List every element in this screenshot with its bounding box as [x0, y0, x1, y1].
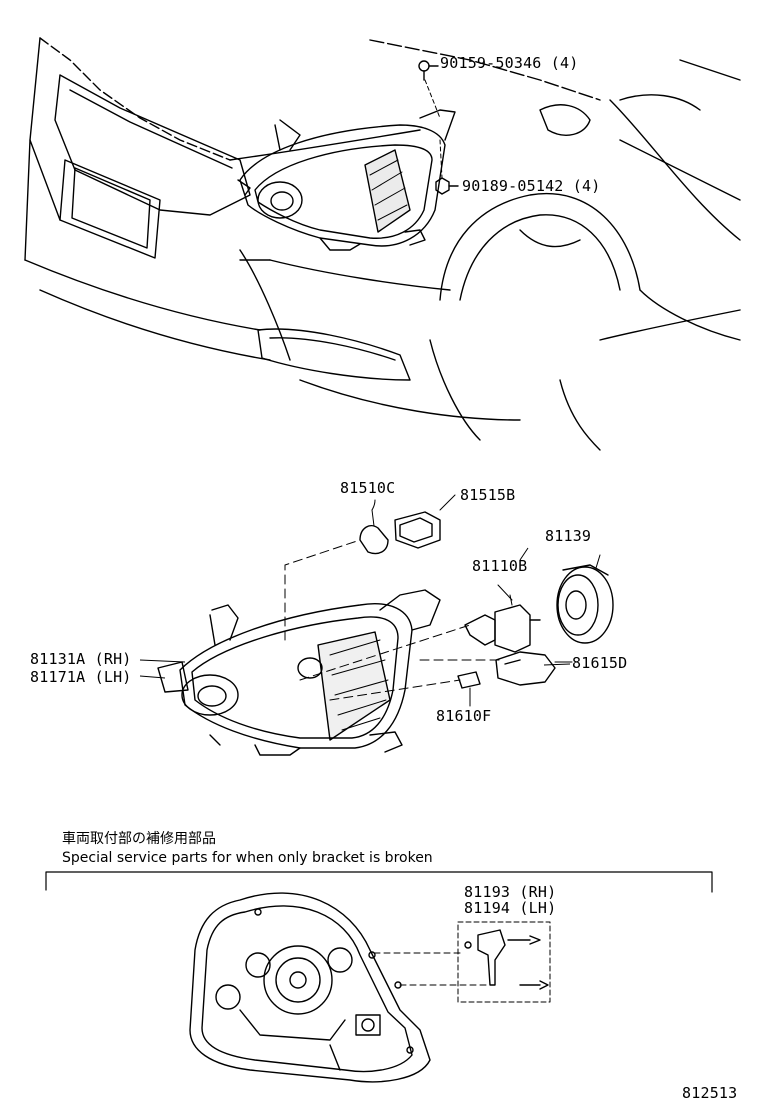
label-81171a-lh: 81171A (LH) — [30, 668, 132, 686]
bulb-81110b-shape — [464, 584, 541, 653]
bulb-81610f-shape — [457, 671, 481, 707]
service-note-english: Special service parts for when only brac… — [62, 850, 433, 866]
nut-90189-05142 — [435, 139, 459, 195]
label-81194-lh: 81194 (LH) — [464, 899, 557, 917]
bulb-81510c-shape — [359, 499, 389, 555]
headlamp-unit-exploded — [157, 589, 441, 756]
label-bolt-90159-50346: 90159-50346 (4) — [440, 54, 579, 72]
socket-81515b-shape — [394, 494, 456, 549]
label-81615d: 81615D — [572, 654, 628, 672]
bolt-90159-50346 — [418, 60, 441, 119]
mounted-headlamp — [237, 109, 456, 251]
label-81110b: 81110B — [472, 557, 528, 575]
socket-81615d-shape — [495, 651, 573, 686]
bracket-callout-box — [373, 921, 551, 1003]
label-81193-rh: 81193 (RH) — [464, 883, 557, 901]
service-note-japanese: 車両取付部の補修用部品 — [62, 831, 216, 847]
service-parts-frame — [45, 871, 713, 893]
diagram-id: 812513 — [682, 1084, 738, 1102]
label-81610f: 81610F — [436, 707, 492, 725]
label-nut-90189-05142: 90189-05142 (4) — [462, 177, 601, 195]
label-81139: 81139 — [545, 527, 592, 545]
headlamp-rear-view — [189, 892, 431, 1083]
vehicle-front-illustration — [24, 37, 741, 451]
label-81515b: 81515B — [460, 486, 516, 504]
label-81131a-rh: 81131A (RH) — [30, 650, 132, 668]
label-81510c: 81510C — [340, 479, 396, 497]
leader-lines-exploded — [284, 539, 501, 701]
cover-81139-shape — [556, 554, 614, 644]
